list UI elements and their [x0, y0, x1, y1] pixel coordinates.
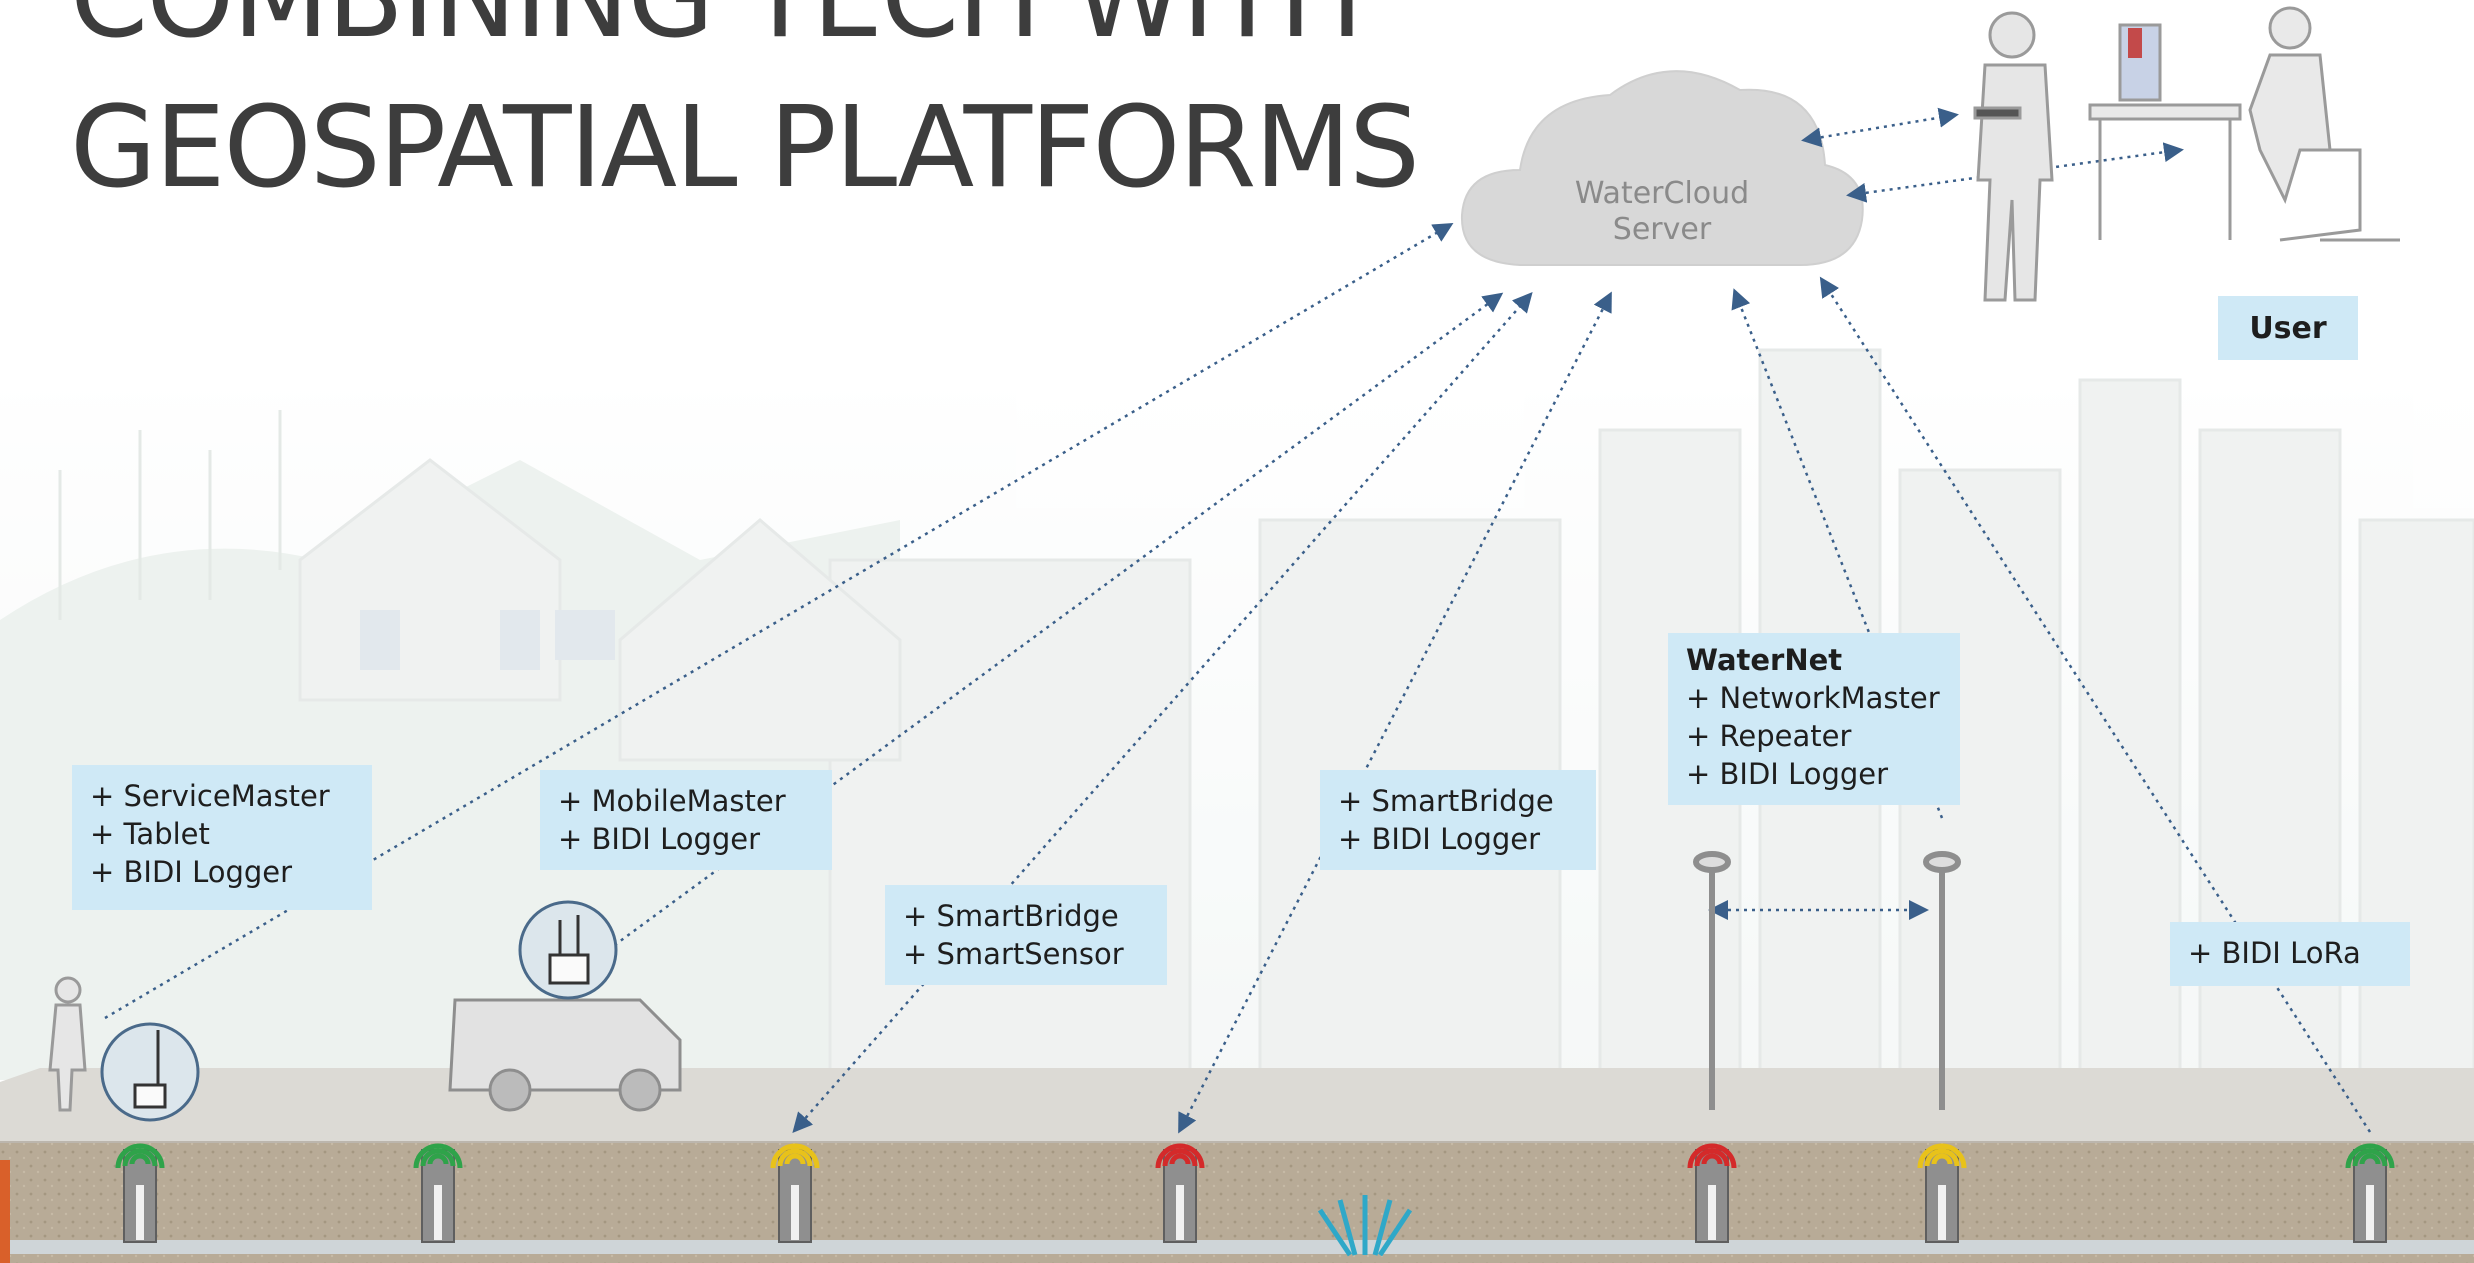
- desk-user-icon: [2088, 6, 2400, 242]
- waternet-title: WaterNet: [1686, 643, 1843, 677]
- link-user-standing: [1801, 107, 1959, 148]
- box-line: + SmartBridge: [903, 899, 1119, 933]
- link-waternet: [1731, 288, 1944, 819]
- cloud-label-line-2: Server: [1612, 212, 1712, 247]
- sensor-red: [1155, 1143, 1205, 1243]
- accent-bar: [0, 1160, 10, 1263]
- cloud-label-line-1: WaterCloud: [1574, 176, 1750, 211]
- label-servicemaster: + ServiceMaster + Tablet + BIDI Logger: [72, 765, 372, 910]
- service-technician-icon: [48, 976, 200, 1122]
- link-lora: [1819, 276, 2372, 1133]
- box-line: + BIDI Logger: [1338, 822, 1541, 856]
- link-sensor-3: [792, 291, 1533, 1134]
- label-lora: + BIDI LoRa: [2170, 922, 2410, 986]
- standing-user-icon: [1973, 11, 2054, 302]
- box-line: + SmartBridge: [1338, 784, 1554, 818]
- box-line: + BIDI LoRa: [2188, 936, 2361, 970]
- sensor-green: [413, 1143, 463, 1243]
- box-line: + BIDI Logger: [1686, 757, 1889, 791]
- sensor-green: [115, 1143, 165, 1243]
- box-line: + SmartSensor: [903, 937, 1124, 971]
- box-line: + Repeater: [1686, 719, 1852, 753]
- slide-title-line-1: COMBINING TECH WITH: [70, 0, 1363, 54]
- user-label: User: [2218, 296, 2358, 360]
- cloud-label: WaterCloud Server: [1532, 176, 1792, 248]
- box-line: + NetworkMaster: [1686, 681, 1940, 715]
- label-smartbridge: + SmartBridge + BIDI Logger: [1320, 770, 1596, 870]
- box-line: + MobileMaster: [558, 784, 786, 818]
- label-smartsensor: + SmartBridge + SmartSensor: [885, 885, 1167, 985]
- repeater-pole-icon: [1923, 851, 1961, 1110]
- label-waternet: WaterNet + NetworkMaster + Repeater + BI…: [1668, 633, 1960, 805]
- sensor-green: [2345, 1143, 2395, 1243]
- sensor-yellow: [1917, 1143, 1967, 1243]
- service-vehicle-icon: [448, 900, 682, 1112]
- sensor-red: [1687, 1143, 1737, 1243]
- box-line: + ServiceMaster: [90, 779, 330, 813]
- cloud-icon: [1460, 70, 1864, 266]
- slide-title-line-2: GEOSPATIAL PLATFORMS: [70, 83, 1420, 213]
- label-mobilemaster: + MobileMaster + BIDI Logger: [540, 770, 832, 870]
- ground: [0, 1068, 2474, 1263]
- sensor-yellow: [770, 1143, 820, 1243]
- box-line: + Tablet: [90, 817, 210, 851]
- leak-icon: [1317, 1195, 1413, 1257]
- box-line: + BIDI Logger: [558, 822, 761, 856]
- box-line: + BIDI Logger: [90, 855, 293, 889]
- network-master-pole-icon: [1693, 851, 1731, 1110]
- city-background: [0, 348, 2474, 1082]
- sensor-layer: [115, 1143, 2395, 1243]
